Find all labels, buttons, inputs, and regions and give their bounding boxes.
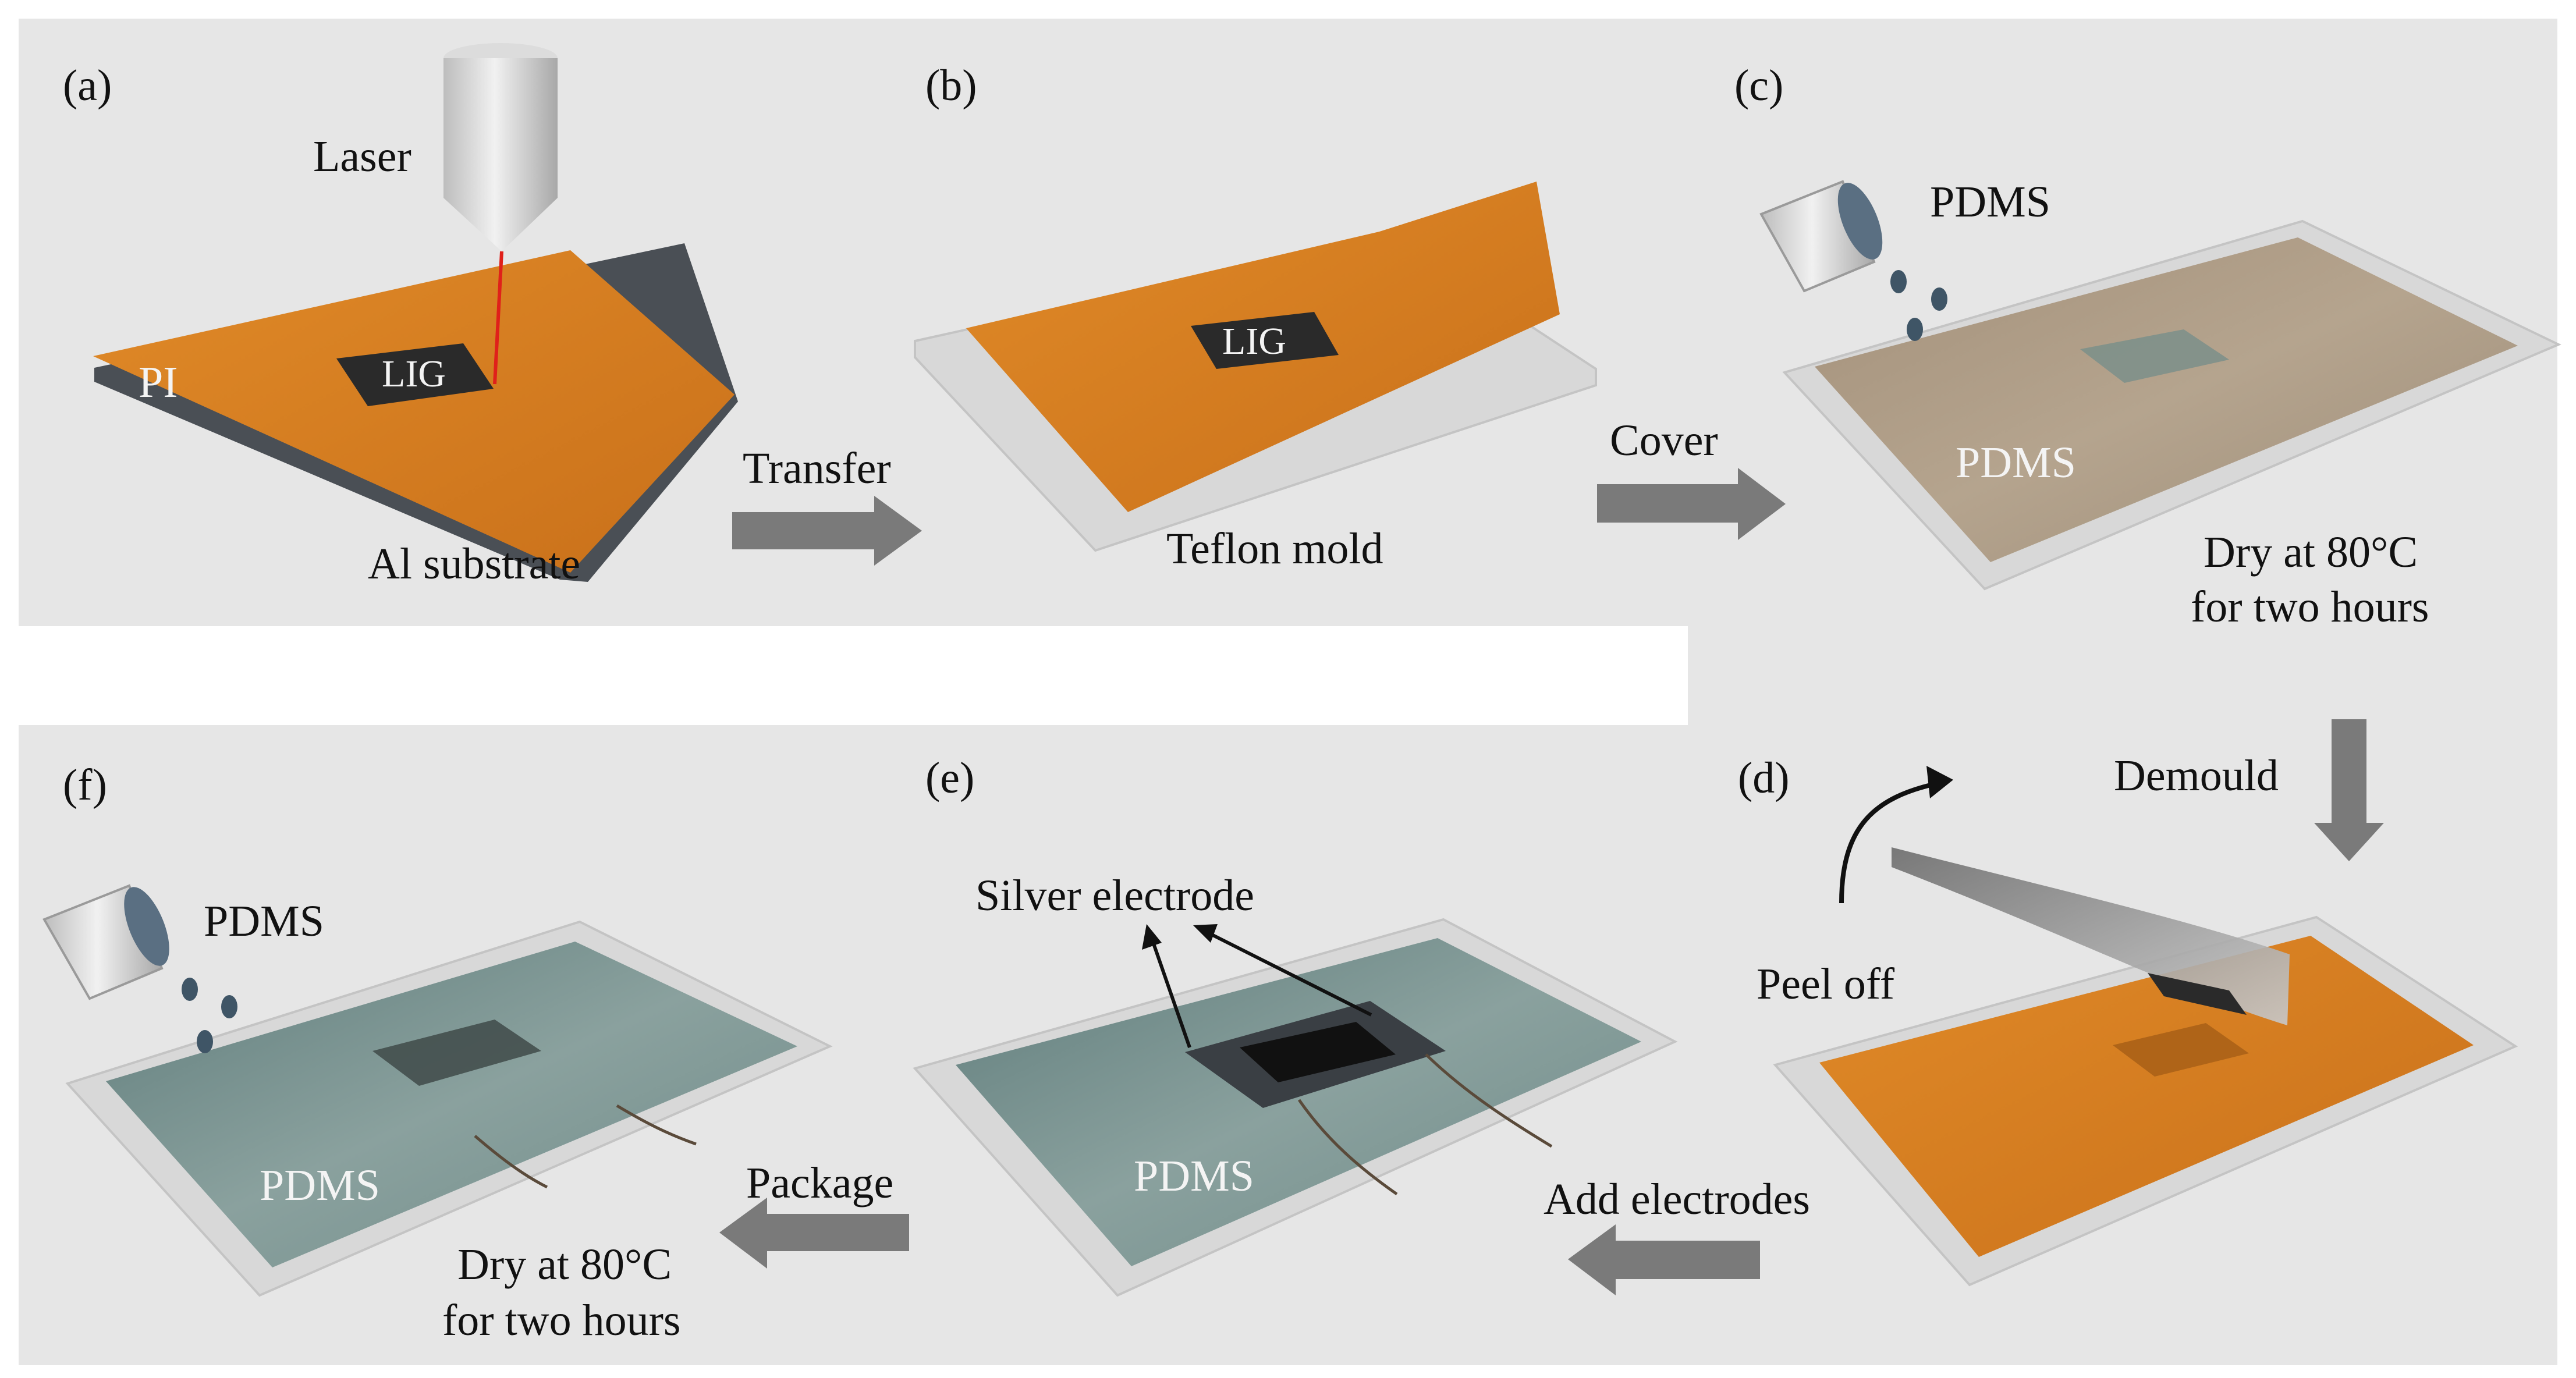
pi-sheet [93,250,735,573]
lig-label-b: LIG [1222,320,1286,363]
add-electrodes-label: Add electrodes [1544,1175,1810,1224]
teflon-mold-label: Teflon mold [1166,524,1383,573]
lig-under-pdms-c [2080,329,2229,383]
package-label: Package [746,1159,893,1207]
pdms-drop-3 [1907,318,1923,341]
panel-b: (b) LIG Teflon mold [914,61,1597,573]
transfer-label: Transfer [743,444,891,493]
silver-pointer-2 [1204,929,1372,1017]
package-step: Package [719,1159,909,1269]
pdms-drop-2 [1931,287,1947,311]
panel-e-tag: (e) [925,754,974,802]
pdms-drop-f-1 [182,978,198,1001]
pdms-pour-label-c: PDMS [1930,177,2050,226]
pdms-layer-label-c: PDMS [1956,438,2076,487]
pdms-layer-f [106,942,797,1267]
peel-arrow-head [1926,766,1953,798]
panel-b-tag: (b) [925,61,977,110]
panel-f: (f) PDMS PDMS Dry at 80°C for two hours [42,761,833,1345]
dry-label-f-line1: Dry at 80°C [457,1240,672,1289]
pdms-layer-c [1815,237,2518,562]
al-substrate-label: Al substrate [368,539,580,588]
add-electrodes-arrow-icon [1568,1224,1760,1295]
panel-c-tag: (c) [1734,61,1783,110]
cover-label: Cover [1610,416,1718,465]
peel-curved-arrow-icon [1839,781,1939,904]
panel-c: (c) PDMS PDMS Dry at 80°C for two hours [1734,61,2561,631]
demould-label: Demould [2114,751,2279,800]
silver-wire-e-2 [1425,1053,1553,1148]
pdms-drop-f-3 [197,1030,213,1053]
right-panel-background [1688,626,2557,725]
silver-wire-e-1 [1297,1099,1398,1196]
laser-beam [493,251,503,385]
silver-electrode-label: Silver electrode [975,871,1254,920]
silver-pointer-2-head [1193,924,1218,943]
laser-head-body [443,58,558,198]
pdms-layer-e [956,938,1641,1266]
transfer-step: Transfer [732,444,922,566]
pdms-layer-label-f: PDMS [260,1161,380,1210]
pdms-layer-label-e: PDMS [1134,1152,1254,1201]
cover-step: Cover [1597,416,1786,540]
package-arrow-icon [719,1198,909,1269]
laser-label: Laser [313,132,411,181]
pdms-pour-label-f: PDMS [204,897,324,946]
lig-pattern-a [336,343,494,406]
pdms-beaker-icon-f [42,884,169,1000]
panel-f-tag: (f) [63,761,107,809]
panel-d: (d) Peel off [1738,754,2518,1287]
pi-sheet-d [1819,936,2474,1257]
pdms-drop-f-2 [221,995,237,1018]
silver-wire-f-1 [474,1135,548,1189]
lig-under-pdms-f [372,1020,541,1086]
pdms-beaker-icon [1759,180,1883,293]
lig-label-a: LIG [382,353,446,395]
silver-pointer-1 [1149,936,1191,1048]
laser-nozzle-icon [443,198,558,251]
panel-a-tag: (a) [63,61,112,110]
lig-on-film [2148,973,2247,1015]
dry-label-f-line2: for two hours [442,1296,681,1345]
panel-a: (a) Laser LIG PI Al substrate [63,43,738,588]
pdms-drop-1 [1890,270,1907,293]
peeled-pdms-film [1892,847,2290,1025]
lig-imprint-d [2113,1023,2249,1077]
transfer-arrow-icon [732,496,922,566]
lig-pattern-b [1191,312,1339,369]
pi-label: PI [139,358,178,407]
silver-wire-f-2 [616,1104,697,1146]
lig-pattern-e [1240,1022,1396,1082]
dry-label-c-line2: for two hours [2191,583,2429,631]
dry-label-c-line1: Dry at 80°C [2204,528,2418,577]
panel-e: (e) Silver electrode PDMS [913,754,1678,1297]
silver-pointer-1-head [1142,924,1162,950]
demould-step: Demould [2114,719,2384,861]
peel-off-label: Peel off [1757,960,1895,1008]
cover-arrow-icon [1597,468,1786,540]
demould-arrow-icon [2314,719,2384,861]
add-electrodes-step: Add electrodes [1544,1175,1810,1295]
panel-d-tag: (d) [1738,754,1790,802]
